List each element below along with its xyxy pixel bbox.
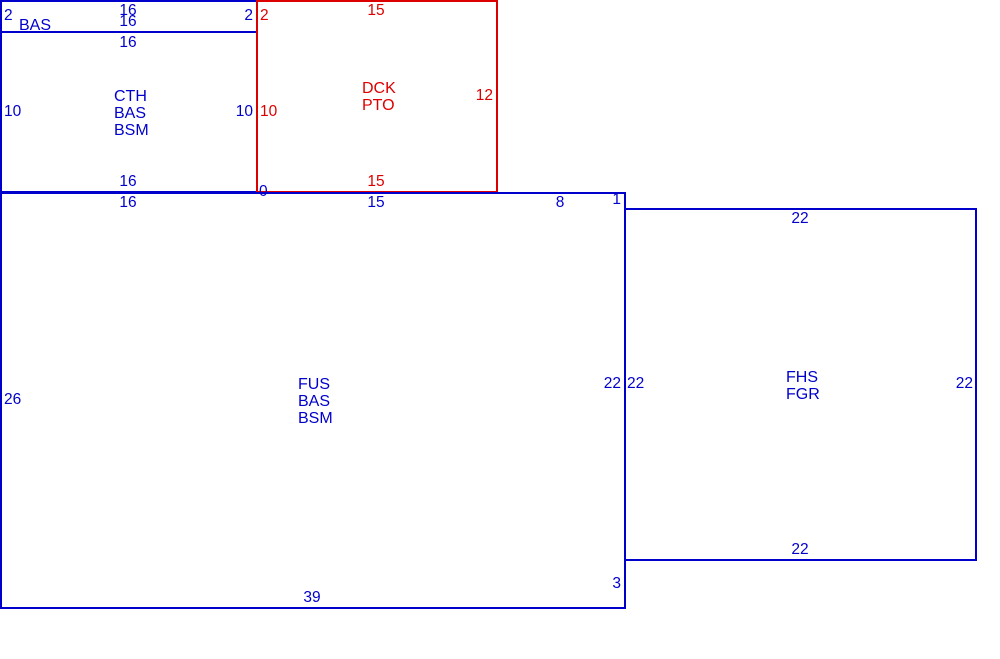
- fus-corner-top-left: 0: [259, 183, 268, 200]
- cth-code-line: BAS: [114, 105, 147, 122]
- fhs-bottom-dimension: 22: [791, 541, 809, 558]
- fhs-top-dimension: 22: [791, 210, 809, 227]
- cth-left-edge: [0, 31, 2, 193]
- bas-strip-bottom-edge: [0, 31, 257, 33]
- fus-corner-bottom-right: 3: [612, 575, 621, 592]
- dck-top-edge: [256, 0, 497, 2]
- fhs-bottom-edge: [625, 559, 977, 561]
- dck-right-dimension: 12: [475, 87, 493, 104]
- fhs-right-dimension: 22: [955, 375, 973, 392]
- bas-strip-top-dimension: 16: [119, 2, 137, 19]
- bas-strip-area-code: BAS: [19, 17, 51, 34]
- fhs-code-line: FGR: [786, 386, 820, 403]
- cth-code-line: BSM: [114, 122, 149, 139]
- fus-right-edge: [624, 192, 626, 609]
- dck-corner-dimension: 2: [260, 7, 269, 24]
- fus-top-right-dimension: 8: [555, 194, 565, 211]
- cth-bottom-edge: [0, 191, 257, 193]
- fhs-right-edge: [975, 208, 977, 561]
- bas-strip-top-edge: [0, 0, 257, 2]
- fus-corner-top-right: 1: [612, 191, 621, 208]
- fus-top-left-dimension: 16: [119, 194, 137, 211]
- cth-area-codes: CTH BAS BSM: [114, 88, 149, 139]
- bas-strip-left-dimension: 2: [4, 7, 13, 24]
- dck-code-line: PTO: [362, 97, 395, 114]
- dck-left-dimension: 10: [260, 103, 278, 120]
- fus-left-dimension: 26: [4, 391, 22, 408]
- fus-top-middle-dimension: 15: [367, 194, 385, 211]
- fus-left-edge: [0, 192, 2, 609]
- fhs-top-edge: [625, 208, 977, 210]
- fus-code-line: BSM: [298, 410, 333, 427]
- bas-strip-bottom-dimension: 16: [119, 13, 137, 30]
- fus-code-line: BAS: [298, 393, 331, 410]
- fus-bottom-edge: [0, 607, 625, 609]
- dck-top-dimension: 15: [367, 2, 385, 19]
- fhs-code-line: FHS: [786, 369, 818, 386]
- fus-code-line: FUS: [298, 376, 330, 393]
- fus-area-codes: FUS BAS BSM: [298, 376, 333, 427]
- bas-strip-code-line: BAS: [19, 17, 52, 34]
- cth-right-dimension: 10: [235, 103, 253, 120]
- dck-bottom-edge: [256, 191, 497, 193]
- dck-bottom-dimension: 15: [367, 173, 385, 190]
- fhs-left-dimension: 22: [627, 375, 645, 392]
- cth-bottom-dimension: 16: [119, 173, 137, 190]
- dck-area-codes: DCK PTO: [362, 80, 396, 114]
- cth-code-line: CTH: [114, 88, 147, 105]
- fus-bottom-dimension: 39: [303, 589, 321, 606]
- cth-top-dimension: 16: [119, 34, 137, 51]
- bas-strip-left-edge: [0, 0, 2, 32]
- cth-left-dimension: 10: [4, 103, 22, 120]
- fhs-area-codes: FHS FGR: [786, 369, 820, 403]
- fus-top-edge: [0, 192, 625, 194]
- dck-left-edge: [256, 0, 258, 193]
- dck-code-line: DCK: [362, 80, 396, 97]
- dck-right-edge: [496, 0, 498, 193]
- fus-right-dimension: 22: [603, 375, 621, 392]
- bas-strip-right-dimension: 2: [244, 7, 253, 24]
